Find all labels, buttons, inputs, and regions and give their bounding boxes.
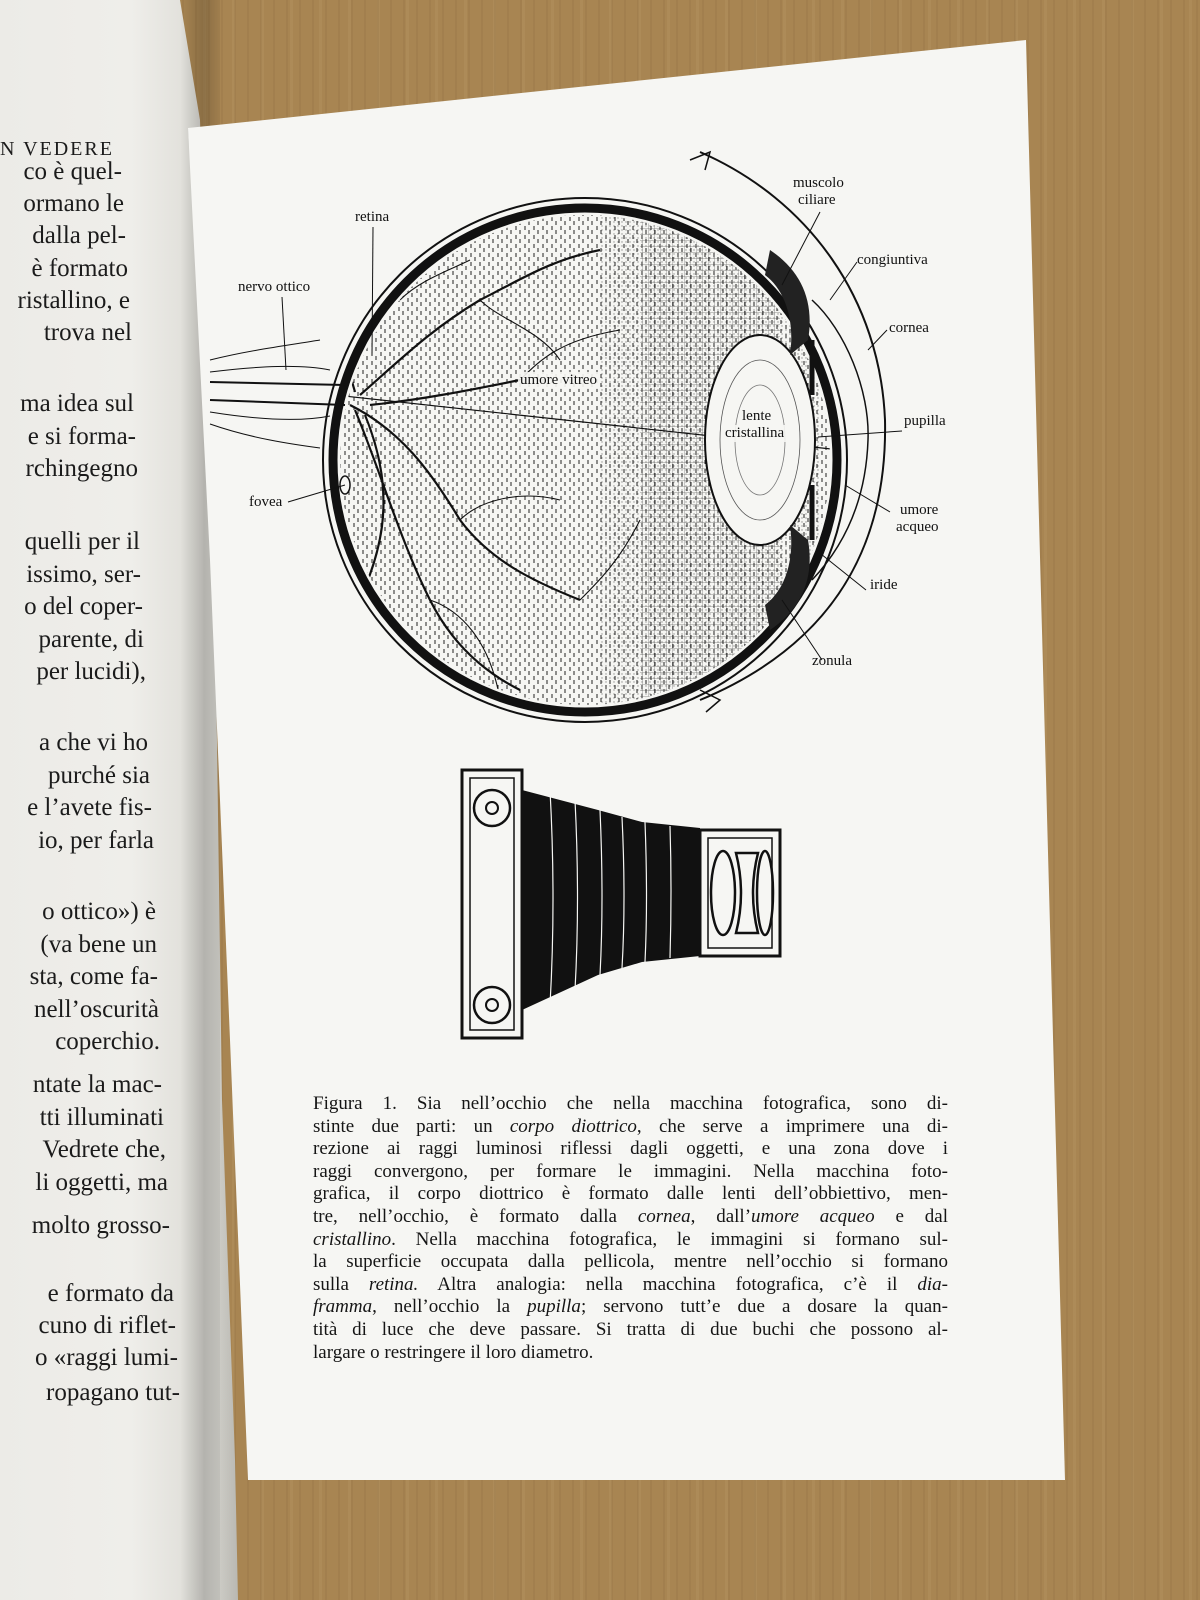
left-page-line: tti illuminati: [39, 1104, 164, 1131]
left-page-line: io, per farla: [38, 827, 154, 854]
label-zonula: zonula: [812, 653, 852, 669]
caption-text: tre, nell’occhio, è formato dalla: [313, 1205, 638, 1227]
caption-text: la superficie occupata dalla pellicola, …: [313, 1251, 948, 1273]
caption-text: , nell’occhio la: [372, 1296, 528, 1318]
left-page-line: ropagano tut-: [46, 1379, 180, 1406]
caption-line: Figura 1. Sia nell’occhio che nella macc…: [313, 1093, 948, 1116]
leader-lines: [281, 211, 903, 661]
caption-line: stinte due parti: un corpo diottrico, ch…: [313, 1116, 948, 1139]
caption-line: la superficie occupata dalla pellicola, …: [313, 1251, 948, 1274]
caption-text: grafica, il corpo diottrico è formato da…: [313, 1183, 948, 1205]
left-page-line: dalla pel-: [32, 222, 126, 249]
left-page-line: quelli per il: [24, 528, 140, 555]
caption-line: sulla retina. Altra analogia: nella macc…: [313, 1274, 948, 1297]
caption-line: largare o restringere il loro diametro.: [313, 1342, 948, 1365]
caption-line: rezione ai raggi luminosi riflessi dagli…: [313, 1138, 948, 1161]
caption-text: sulla: [313, 1273, 369, 1295]
left-page-line: trova nel: [43, 319, 132, 346]
caption-text: largare o restringere il loro diametro.: [313, 1341, 594, 1363]
caption-line: cristallino. Nella macchina fotografica,…: [313, 1229, 948, 1252]
caption-italic-term: dia-: [917, 1273, 948, 1295]
caption-text: , dall’: [690, 1205, 752, 1227]
left-page-line: e formato da: [47, 1280, 174, 1307]
caption-italic-term: framma: [313, 1296, 373, 1318]
label-pupilla: pupilla: [904, 413, 946, 429]
label-acqueo: acqueo: [896, 519, 939, 535]
caption-text: Figura 1. Sia nell’occhio che nella macc…: [313, 1093, 948, 1114]
label-umore: umore: [900, 502, 939, 518]
label-retina: retina: [355, 209, 390, 225]
caption-text: tità di luce che deve passare. Si tratta…: [313, 1318, 948, 1340]
left-page-line: ntate la mac-: [32, 1071, 162, 1098]
left-page-line: o «raggi lumi-: [34, 1344, 178, 1371]
caption-italic-term: retina.: [368, 1273, 419, 1295]
caption-text: raggi convergono, per formare le immagin…: [313, 1160, 948, 1182]
left-page-line: molto grosso-: [31, 1212, 170, 1239]
left-page-line: o del coper-: [24, 593, 143, 620]
left-page-line: e si forma-: [27, 423, 136, 450]
left-page-line: ormano le: [23, 190, 124, 217]
left-page-line: Vedrete che,: [42, 1136, 166, 1163]
left-page-line: sta, come fa-: [29, 963, 158, 990]
left-page-line: o ottico») è: [42, 898, 156, 925]
left-page-line: è formato: [31, 255, 128, 282]
label-muscolo: muscolo: [793, 175, 844, 191]
caption-text: . Nella macchina fotografica, le immagin…: [391, 1228, 948, 1250]
caption-line: grafica, il corpo diottrico è formato da…: [313, 1183, 948, 1206]
left-page-line: issimo, ser-: [26, 561, 141, 588]
left-page-line: a che vi ho: [39, 729, 148, 756]
caption-text: , che serve a imprimere una di-: [636, 1115, 948, 1137]
left-page-line: (va bene un: [40, 931, 157, 958]
left-page-line: parente, di: [38, 626, 144, 653]
label-nervo-ottico: nervo ottico: [238, 279, 311, 295]
caption-italic-term: pupilla: [527, 1296, 581, 1318]
camera-diagram: [460, 768, 782, 1040]
label-congiuntiva: congiuntiva: [857, 252, 928, 268]
caption-italic-term: cornea: [637, 1205, 691, 1227]
caption-text: stinte due parti: un: [313, 1115, 510, 1137]
caption-italic-term: corpo diottrico: [509, 1115, 637, 1137]
left-page-text: N VEDERE co è quel-ormano le dalla pel-è …: [0, 0, 240, 1600]
caption-text: rezione ai raggi luminosi riflessi dagli…: [313, 1138, 948, 1160]
label-lente: lente: [740, 408, 774, 425]
caption-line: raggi convergono, per formare le immagin…: [313, 1161, 948, 1184]
caption-line: framma, nell’occhio la pupilla; servono …: [313, 1296, 948, 1319]
caption-text: Altra analogia: nella macchina fotografi…: [418, 1273, 918, 1295]
caption-text: ; servono tutt’e due a dosare la quan-: [580, 1296, 948, 1318]
left-page-line: ma idea sul: [20, 390, 134, 417]
left-page-line: cuno di riflet-: [38, 1312, 176, 1339]
caption-line: tre, nell’occhio, è formato dalla cornea…: [313, 1206, 948, 1229]
running-head: N VEDERE: [0, 138, 114, 160]
left-page-line: e l’avete fis-: [27, 794, 152, 821]
label-ciliare: ciliare: [798, 192, 836, 208]
left-page-line: nell’oscurità: [34, 996, 159, 1023]
label-iride: iride: [870, 577, 898, 593]
caption-italic-term: umore acqueo: [751, 1205, 875, 1227]
left-page-line: ristallino, e: [17, 287, 130, 314]
figure-caption: Figura 1. Sia nell’occhio che nella macc…: [313, 1093, 948, 1364]
left-page-line: co è quel-: [23, 158, 122, 185]
left-page-line: rchingegno: [25, 455, 138, 482]
caption-italic-term: cristallino: [313, 1228, 392, 1250]
figure-illustration: [209, 150, 903, 1040]
label-umore-vitreo: umore vitreo: [518, 372, 600, 389]
caption-text: e dal: [874, 1205, 948, 1227]
left-page-line: per lucidi),: [36, 658, 146, 685]
left-page-line: li oggetti, ma: [35, 1169, 168, 1196]
label-cornea: cornea: [889, 320, 929, 336]
label-cristallina: cristallina: [723, 425, 787, 442]
label-fovea: fovea: [249, 494, 283, 510]
left-page-line: coperchio.: [55, 1028, 160, 1055]
left-page-line: purché sia: [47, 762, 150, 789]
caption-line: tità di luce che deve passare. Si tratta…: [313, 1319, 948, 1342]
